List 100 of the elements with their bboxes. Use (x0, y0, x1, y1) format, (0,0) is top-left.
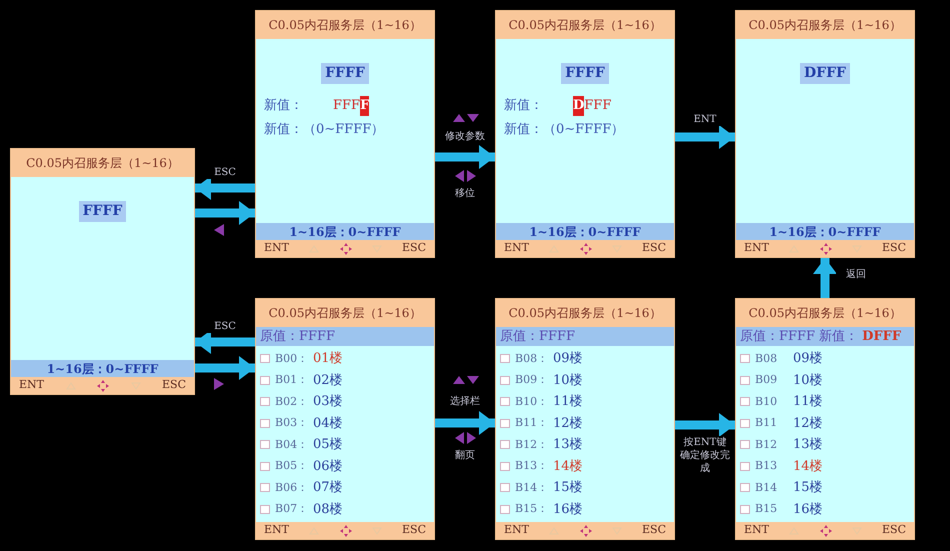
value-display: FFFF (321, 63, 369, 84)
bit-code: B06： (275, 480, 309, 496)
screen-title: C0.05内召服务层（1~16） (508, 17, 662, 34)
bit-code: B08： (515, 350, 549, 366)
floor-label: 11楼 (553, 393, 583, 411)
lcd-screen (495, 10, 675, 258)
key-label: ENT (744, 522, 769, 538)
screen-title: C0.05内召服务层（1~16） (508, 305, 662, 322)
floor-label: 03楼 (313, 393, 343, 411)
field-label: 新值： (264, 97, 303, 115)
floor-label: 16楼 (793, 500, 823, 518)
floor-label: 13楼 (793, 436, 823, 454)
bit-code: B10 (755, 394, 778, 410)
key-label: ESC (402, 522, 426, 538)
bit-code: B15： (515, 501, 549, 517)
bit-code: B01： (275, 372, 309, 388)
lcd-screen (255, 10, 435, 258)
key-label: ESC (162, 377, 186, 394)
field-label: 新值：（0~FFFF） (264, 120, 384, 138)
bit-code: B10： (515, 394, 549, 410)
key-label: ENT (19, 377, 44, 394)
bit-code: B05： (275, 458, 309, 474)
screen-title: C0.05内召服务层（1~16） (748, 305, 902, 322)
floor-label: 01楼 (313, 350, 343, 368)
bit-code: B13 (755, 458, 778, 474)
floor-label: 10楼 (553, 372, 583, 390)
floor-label: 09楼 (793, 350, 823, 368)
value-display: DFFF (800, 63, 850, 84)
field-label: 新值： (504, 97, 543, 115)
value-text: 原值：FFFF (500, 328, 576, 346)
floor-label: 10楼 (793, 372, 823, 390)
key-label: ENT (264, 240, 289, 256)
screen-title: C0.05内召服务层（1~16） (268, 17, 422, 34)
value-text: 新值： (819, 328, 858, 346)
key-label: ENT (504, 240, 529, 256)
lcd-screen (10, 148, 195, 395)
bit-code: B14 (755, 480, 778, 496)
floor-label: 07楼 (313, 479, 343, 497)
edit-value: FFF (584, 97, 612, 115)
arrow (675, 125, 735, 149)
value-text: 原值：FFFF (740, 328, 816, 346)
screen-title: C0.05内召服务层（1~16） (268, 305, 422, 322)
key-label: ENT (744, 240, 769, 256)
arrow (675, 413, 735, 437)
value-display: FFFF (561, 63, 609, 84)
lcd-screen (735, 298, 915, 540)
bit-code: B08 (755, 350, 778, 366)
floor-label: 02楼 (313, 372, 343, 390)
floor-label: 09楼 (553, 350, 583, 368)
edit-value: FFF (333, 97, 360, 115)
floor-label: 16楼 (553, 500, 583, 518)
arrow (435, 145, 495, 169)
floor-label: 13楼 (553, 436, 583, 454)
cursor-digit: D (573, 96, 584, 116)
bit-code: B11： (515, 415, 549, 431)
screen-title: C0.05内召服务层（1~16） (26, 155, 179, 172)
arrow (195, 356, 255, 380)
floor-label: 11楼 (793, 393, 823, 411)
status-text: 1~16层：0~FFFF (529, 224, 641, 240)
bit-code: B15 (755, 501, 778, 517)
bit-code: B11 (755, 415, 778, 431)
floor-label: 12楼 (793, 414, 823, 432)
key-label: ENT (264, 522, 289, 538)
key-label: ESC (402, 240, 426, 256)
bit-code: B00： (275, 350, 309, 366)
floor-label: 05楼 (313, 436, 343, 454)
floor-label: 12楼 (553, 414, 583, 432)
field-label: 新值：（0~FFFF） (504, 120, 624, 138)
floor-label: 15楼 (793, 479, 823, 497)
status-text: 1~16层：0~FFFF (769, 224, 881, 240)
key-label: ESC (882, 240, 906, 256)
new-value-text: DFFF (862, 328, 902, 346)
lcd-screen (255, 298, 435, 540)
bit-code: B02： (275, 394, 309, 410)
floor-label: 04楼 (313, 414, 343, 432)
key-label: ESC (642, 522, 666, 538)
arrow (435, 411, 495, 435)
screen-title: C0.05内召服务层（1~16） (748, 17, 902, 34)
key-label: ESC (882, 522, 906, 538)
arrow (813, 258, 837, 298)
bit-code: B04： (275, 436, 309, 452)
edge-label: 按ENT键确定修改完成 (680, 436, 730, 475)
bit-code: B13： (515, 458, 549, 474)
value-display: FFFF (78, 201, 126, 222)
status-text: 1~16层：0~FFFF (289, 224, 401, 240)
bit-code: B03： (275, 415, 309, 431)
lcd-screen (735, 10, 915, 258)
floor-label: 08楼 (313, 500, 343, 518)
status-text: 1~16层：0~FFFF (46, 360, 158, 378)
bit-code: B12： (515, 436, 549, 452)
floor-label: 14楼 (793, 458, 823, 476)
floor-label: 06楼 (313, 458, 343, 476)
key-label: ESC (642, 240, 666, 256)
bit-code: B12 (755, 436, 778, 452)
bit-code: B09： (515, 372, 549, 388)
bit-code: B09 (755, 372, 778, 388)
lcd-screen (495, 298, 675, 540)
value-text: 原值：FFFF (260, 328, 336, 346)
floor-label: 14楼 (553, 458, 583, 476)
bit-code: B07： (275, 501, 309, 517)
